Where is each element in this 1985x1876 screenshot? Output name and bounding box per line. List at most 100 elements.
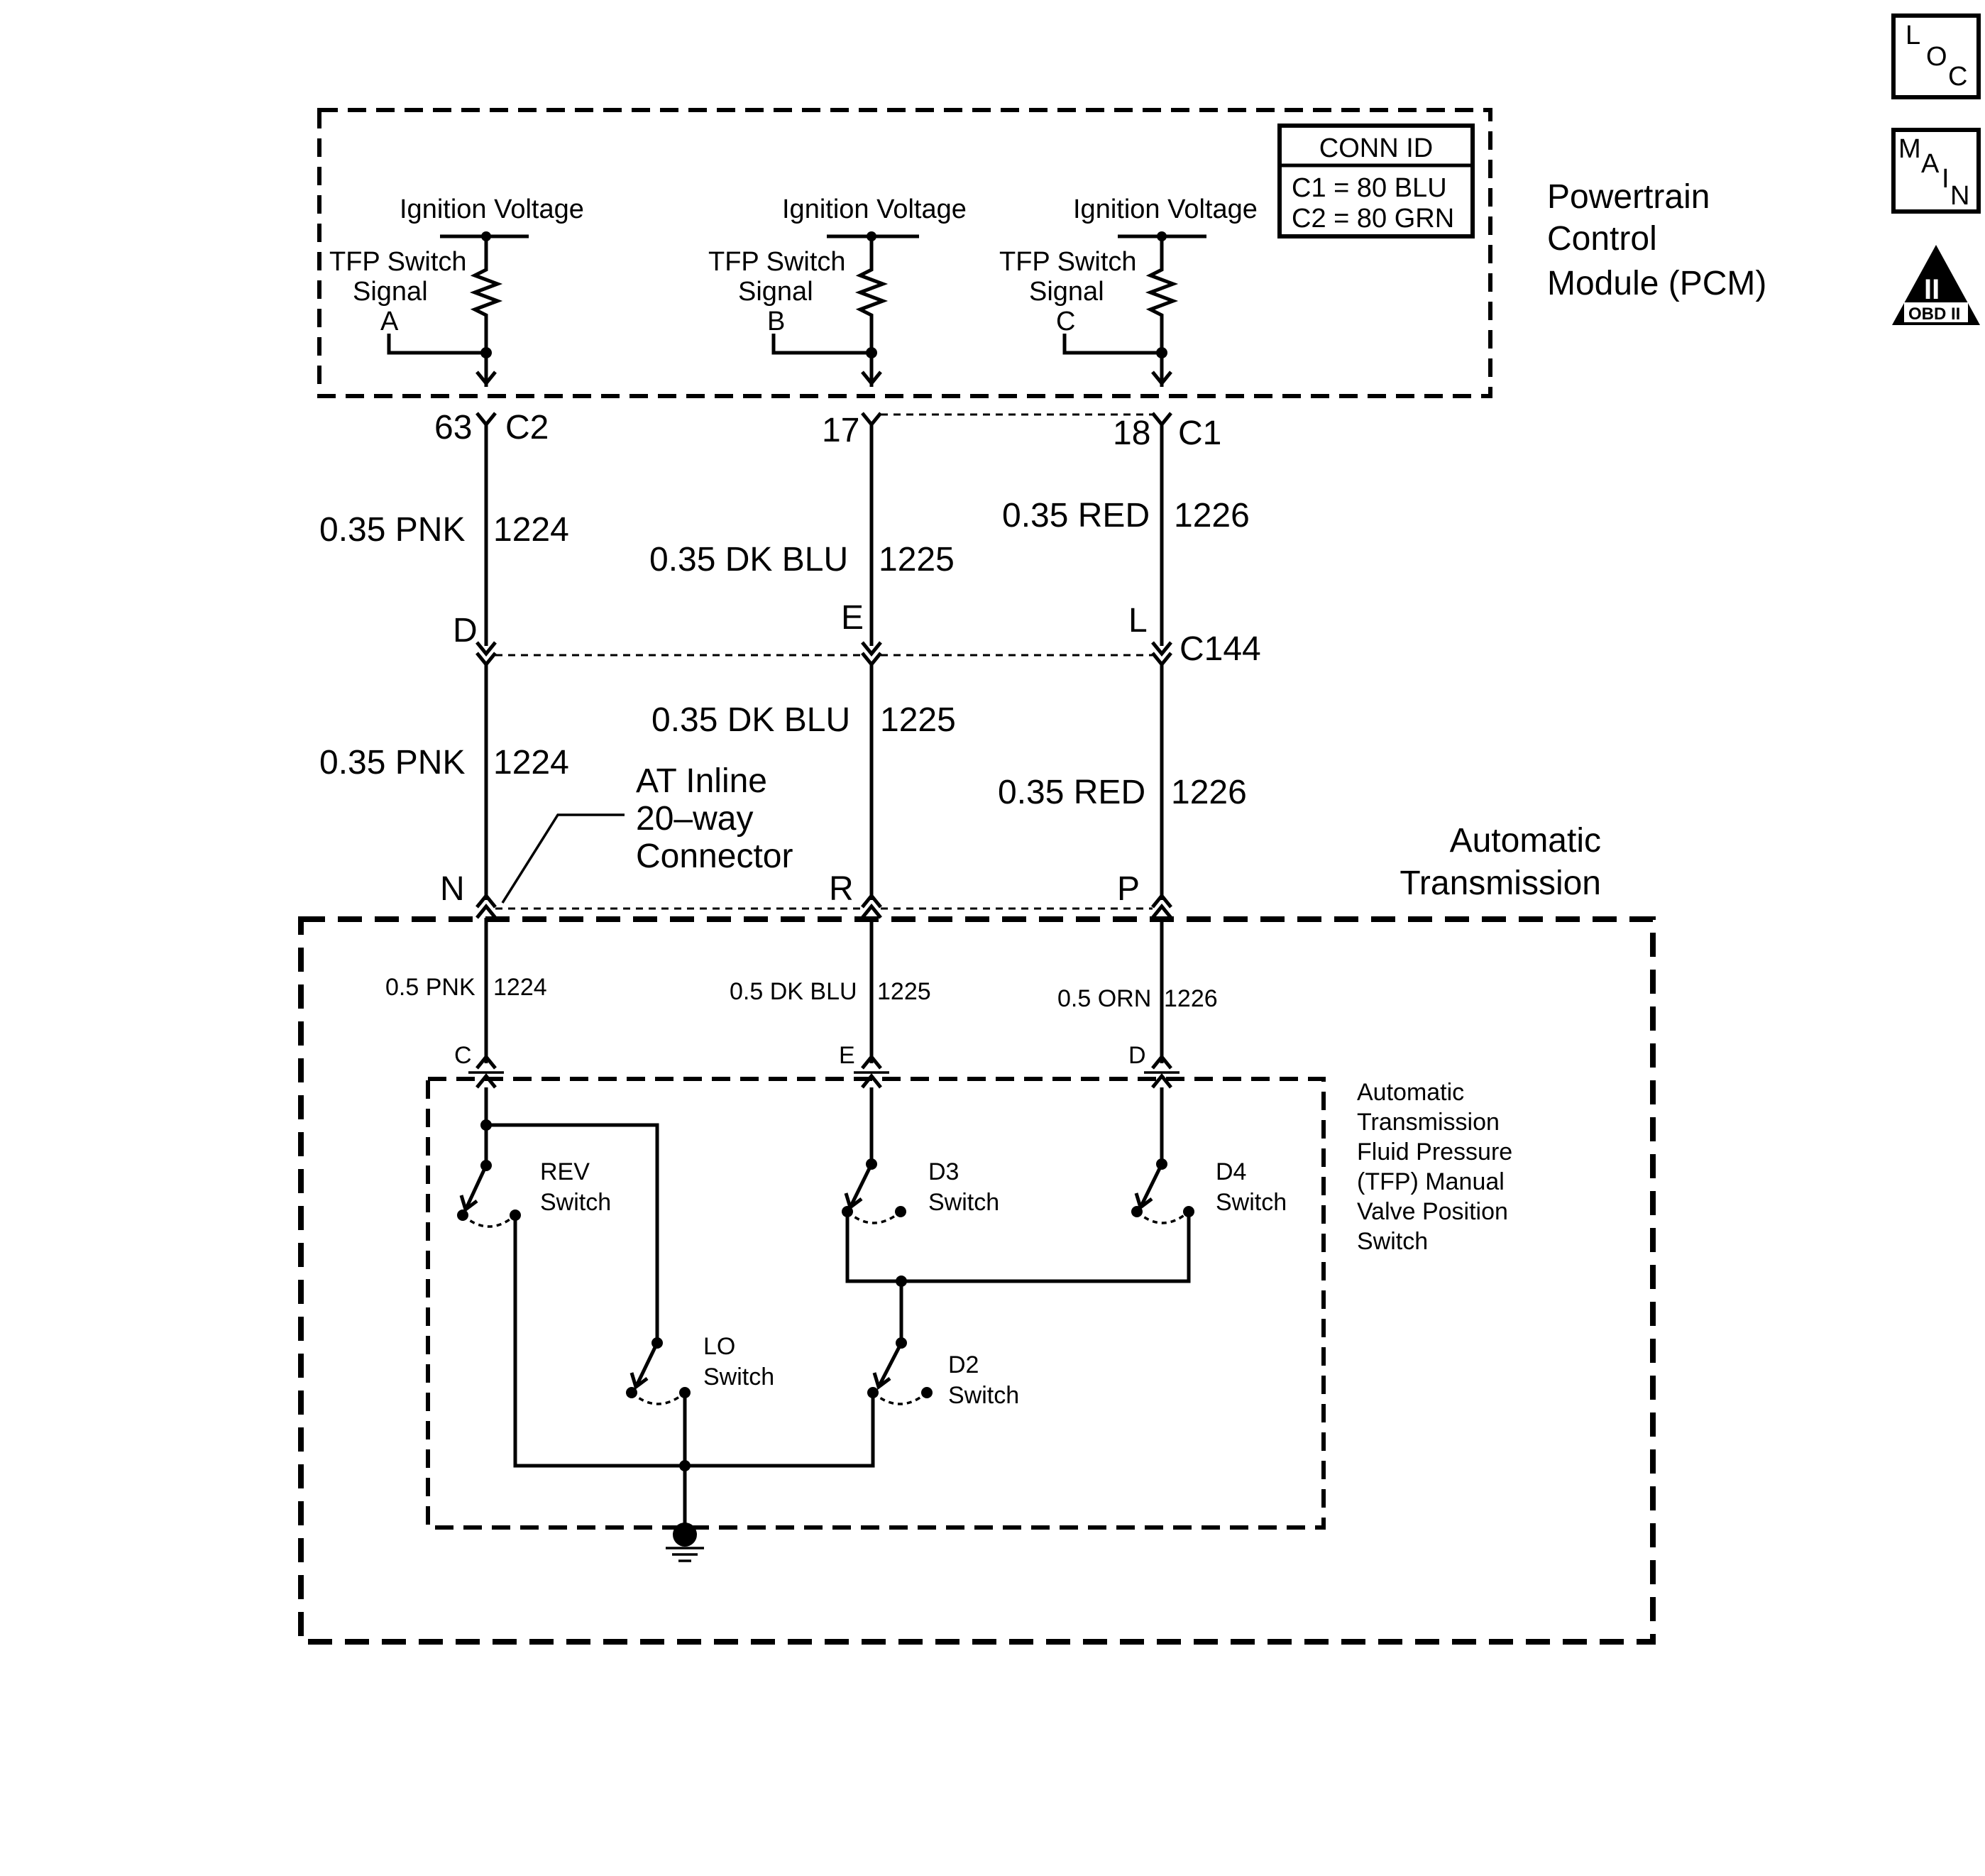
svg-text:TFP Switch: TFP Switch — [708, 247, 846, 277]
svg-text:Control: Control — [1547, 220, 1657, 258]
svg-text:Switch: Switch — [1216, 1189, 1287, 1216]
svg-text:Switch: Switch — [540, 1189, 611, 1216]
pcm-connector-c1: 17 18 C1 — [822, 412, 1221, 452]
svg-text:LO: LO — [703, 1333, 735, 1360]
svg-text:O: O — [1926, 42, 1947, 72]
svg-text:Switch: Switch — [948, 1382, 1019, 1409]
obd-ii-icon[interactable]: OBD II II — [1892, 245, 1980, 325]
pcm-connector-c2: 63 C2 — [434, 409, 549, 446]
svg-text:Switch: Switch — [1357, 1228, 1428, 1255]
tfp-switch-boundary — [426, 1077, 1326, 1530]
svg-text:N: N — [1950, 181, 1969, 211]
inline-label-1: AT Inline — [636, 762, 767, 800]
transmission-boundary — [298, 916, 1656, 1645]
d2-switch: D2 Switch — [867, 1337, 1019, 1409]
svg-text:Ignition Voltage: Ignition Voltage — [1073, 194, 1258, 224]
svg-text:0.35 DK BLU: 0.35 DK BLU — [649, 541, 848, 578]
rev-switch: REV Switch — [457, 1158, 611, 1228]
svg-text:Switch: Switch — [928, 1189, 999, 1216]
svg-text:0.35 RED: 0.35 RED — [998, 774, 1145, 811]
svg-text:0.35 PNK: 0.35 PNK — [319, 511, 465, 549]
svg-text:TFP Switch: TFP Switch — [999, 247, 1137, 277]
wire-label-upper-1226: 0.35 RED 1226 — [1002, 497, 1250, 534]
svg-text:0.35 DK BLU: 0.35 DK BLU — [651, 701, 850, 739]
svg-text:M: M — [1898, 134, 1921, 164]
pin-18: 18 — [1113, 415, 1150, 452]
d4-switch: D4 Switch — [1131, 1158, 1287, 1224]
c144-pin-l: L — [1128, 602, 1148, 640]
pcm-boundary — [317, 108, 1492, 398]
svg-text:L: L — [1906, 21, 1920, 50]
pcm-circuit-c: Ignition Voltage TFP Switch Signal C — [999, 194, 1258, 387]
svg-text:Automatic: Automatic — [1450, 822, 1601, 860]
pcm-label: Powertrain Control Module (PCM) — [1547, 178, 1766, 302]
inline-label-3: Connector — [636, 838, 793, 875]
svg-text:D3: D3 — [928, 1158, 959, 1185]
at-inline-connector: N R P AT Inline 20–way Connector — [440, 762, 1172, 919]
pin-63: 63 — [434, 409, 472, 446]
inline-pin-n: N — [440, 870, 465, 908]
c144-label: C144 — [1180, 630, 1261, 668]
transmission-label: Automatic Transmission — [1400, 822, 1601, 902]
svg-text:Signal: Signal — [1029, 277, 1104, 307]
svg-text:1226: 1226 — [1171, 774, 1247, 811]
svg-text:I: I — [1942, 164, 1950, 194]
svg-text:1225: 1225 — [877, 978, 931, 1005]
svg-text:Fluid Pressure: Fluid Pressure — [1357, 1139, 1512, 1165]
svg-text:A: A — [1921, 149, 1940, 179]
svg-text:A: A — [380, 307, 399, 336]
svg-text:1225: 1225 — [879, 541, 955, 578]
svg-text:D2: D2 — [948, 1351, 979, 1378]
conn-id-c1: C1 = 80 BLU — [1292, 173, 1447, 203]
wire-label-internal-1226: 0.5 ORN 1226 — [1057, 985, 1218, 1012]
connector-c1-label: C1 — [1178, 415, 1221, 452]
pcm-circuit-a: Ignition Voltage TFP Switch Signal A — [329, 194, 584, 387]
svg-text:0.5 PNK: 0.5 PNK — [385, 974, 475, 1001]
connector-c144: D E L C144 — [453, 599, 1261, 668]
svg-text:Valve Position: Valve Position — [1357, 1198, 1508, 1225]
svg-text:Ignition Voltage: Ignition Voltage — [400, 194, 584, 224]
inline-pin-p: P — [1117, 870, 1140, 908]
svg-text:Transmission: Transmission — [1357, 1109, 1500, 1136]
svg-text:1224: 1224 — [493, 511, 569, 549]
svg-text:1226: 1226 — [1174, 497, 1250, 534]
svg-text:0.5 ORN: 0.5 ORN — [1057, 985, 1151, 1012]
lo-switch: LO Switch — [626, 1333, 774, 1405]
wire-label-upper-1225: 0.35 DK BLU 1225 — [649, 541, 955, 578]
conn-id-header: CONN ID — [1319, 133, 1433, 163]
svg-text:0.35 RED: 0.35 RED — [1002, 497, 1150, 534]
svg-text:0.35 PNK: 0.35 PNK — [319, 744, 465, 781]
conn-id-table: CONN ID C1 = 80 BLU C2 = 80 GRN — [1277, 124, 1475, 238]
svg-text:OBD II: OBD II — [1908, 305, 1960, 324]
svg-text:1224: 1224 — [493, 974, 547, 1001]
switch-wiring — [480, 1087, 1191, 1562]
conn-id-c2: C2 = 80 GRN — [1292, 204, 1454, 234]
wire-label-lower-1224: 0.35 PNK 1224 — [319, 744, 569, 781]
svg-text:D4: D4 — [1216, 1158, 1246, 1185]
pin-17: 17 — [822, 412, 859, 449]
svg-text:REV: REV — [540, 1158, 590, 1185]
main-icon[interactable]: M A I N — [1891, 128, 1981, 214]
svg-text:C: C — [1948, 62, 1967, 92]
svg-text:Ignition Voltage: Ignition Voltage — [782, 194, 967, 224]
switch-pin-d: D — [1128, 1042, 1146, 1069]
wire-label-internal-1225: 0.5 DK BLU 1225 — [730, 978, 931, 1005]
svg-text:Module (PCM): Module (PCM) — [1547, 265, 1766, 302]
pcm-circuit-b: Ignition Voltage TFP Switch Signal B — [708, 194, 967, 387]
svg-text:(TFP) Manual: (TFP) Manual — [1357, 1168, 1505, 1195]
connector-c2-label: C2 — [505, 409, 549, 446]
svg-text:Signal: Signal — [738, 277, 813, 307]
switch-pin-c: C — [454, 1042, 472, 1069]
d3-switch: D3 Switch — [842, 1158, 999, 1224]
c144-pin-d: D — [453, 612, 478, 649]
inline-label-2: 20–way — [636, 800, 753, 838]
wire-label-upper-1224: 0.35 PNK 1224 — [319, 511, 569, 549]
svg-text:Powertrain: Powertrain — [1547, 178, 1710, 216]
switch-pin-e: E — [839, 1042, 855, 1069]
svg-text:0.5 DK BLU: 0.5 DK BLU — [730, 978, 857, 1005]
svg-text:B: B — [767, 307, 785, 336]
c144-pin-e: E — [841, 599, 864, 637]
svg-text:Switch: Switch — [703, 1364, 774, 1390]
svg-text:Automatic: Automatic — [1357, 1079, 1464, 1106]
loc-icon[interactable]: L O C — [1891, 13, 1981, 99]
